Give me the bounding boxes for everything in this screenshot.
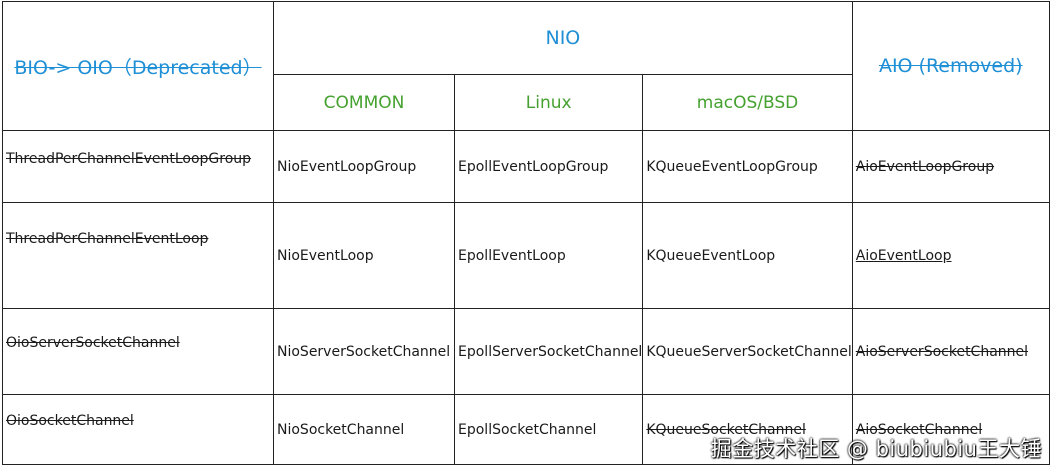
cell-bio: OioSocketChannel — [2, 394, 274, 465]
cell-common: NioServerSocketChannel — [273, 308, 455, 395]
cell-bio: OioServerSocketChannel — [2, 308, 274, 395]
header-bio-oio: BIO-> OIO（Deprecated） — [2, 1, 274, 131]
header-aio: AIO (Removed) — [851, 1, 1050, 131]
table-row: OioSocketChannel NioSocketChannel EpollS… — [2, 394, 1050, 465]
cell-aio: AioServerSocketChannel — [851, 308, 1050, 395]
header-nio: NIO — [273, 1, 853, 75]
cell-macos: KQueueEventLoop — [642, 202, 853, 309]
cell-aio: AioEventLoopGroup — [851, 130, 1050, 203]
cell-linux: EpollEventLoop — [453, 202, 644, 309]
cell-macos: KQueueServerSocketChannel — [642, 308, 853, 395]
watermark: 掘金技术社区 @ biubiubiu王大锤 — [710, 437, 1042, 461]
cell-aio: AioEventLoop — [851, 202, 1050, 309]
cell-bio: ThreadPerChannelEventLoop — [2, 202, 274, 309]
table-row: ThreadPerChannelEventLoopGroup NioEventL… — [2, 130, 1050, 203]
cell-common: NioEventLoopGroup — [273, 130, 455, 203]
table-row: OioServerSocketChannel NioServerSocketCh… — [2, 308, 1050, 395]
header-linux: Linux — [453, 74, 644, 131]
header-row-top: BIO-> OIO（Deprecated） NIO AIO (Removed) — [2, 1, 1050, 131]
header-common: COMMON — [273, 74, 455, 131]
cell-linux: EpollSocketChannel — [453, 394, 644, 465]
cell-common: NioSocketChannel — [273, 394, 455, 465]
header-macos: macOS/BSD — [642, 74, 853, 131]
cell-aio: AioSocketChannel — [851, 394, 1050, 465]
cell-linux: EpollEventLoopGroup — [453, 130, 644, 203]
cell-common: NioEventLoop — [273, 202, 455, 309]
cell-macos: KQueueSocketChannel — [642, 394, 853, 465]
table-row: ThreadPerChannelEventLoop NioEventLoop E… — [2, 202, 1050, 309]
cell-linux: EpollServerSocketChannel — [453, 308, 644, 395]
cell-macos: KQueueEventLoopGroup — [642, 130, 853, 203]
cell-bio: ThreadPerChannelEventLoopGroup — [2, 130, 274, 203]
header-row-sub: COMMON Linux macOS/BSD — [3, 74, 1050, 131]
